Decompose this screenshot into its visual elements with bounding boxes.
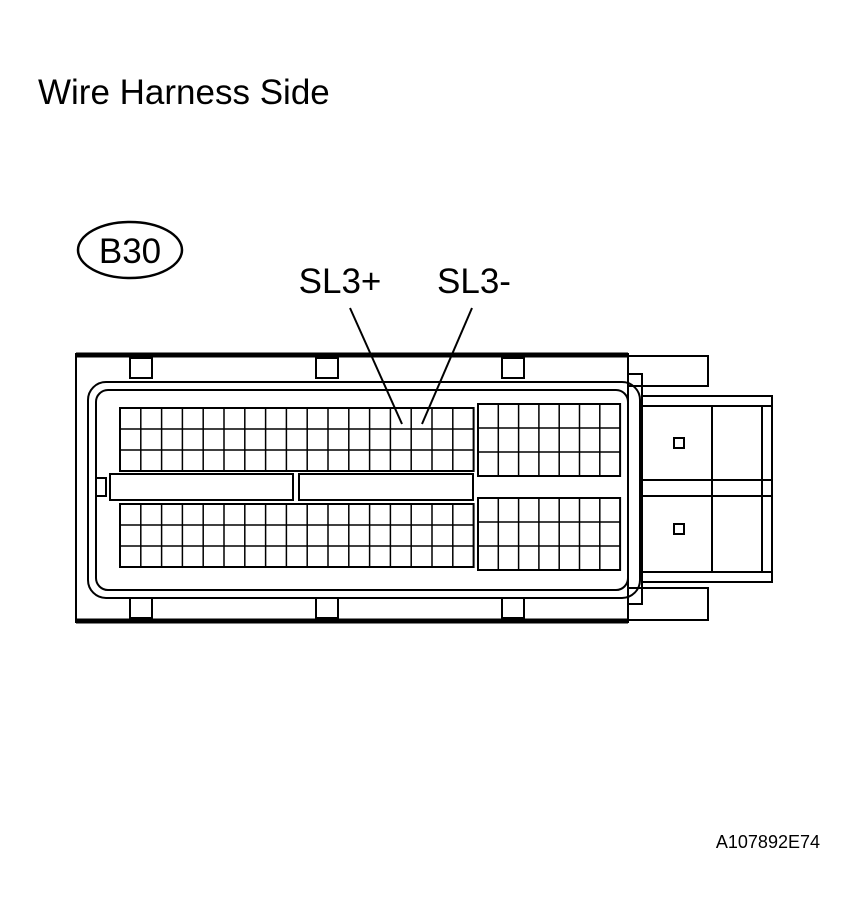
- pin-label-sl3-minus: SL3-: [437, 262, 511, 301]
- connector-id-badge: B30: [76, 220, 184, 280]
- leader-line-sl3-plus: [349, 307, 403, 425]
- leader-line-sl3-minus: [421, 307, 473, 425]
- diagram-title: Wire Harness Side: [38, 73, 330, 112]
- connector-body: [75, 352, 643, 624]
- connector-id-label: B30: [99, 232, 161, 271]
- pin-grid-upper-secondary: [477, 403, 622, 477]
- latch-hole-bottom: [673, 523, 685, 535]
- latch-hole-top: [673, 437, 685, 449]
- figure-code: A107892E74: [716, 832, 820, 852]
- connector-latch: [627, 355, 773, 621]
- separator-bar-right: [298, 473, 474, 501]
- separator-bar-left: [109, 473, 294, 501]
- pin-grids: [119, 403, 622, 571]
- pin-grid-upper-main: [119, 407, 475, 472]
- pin-label-sl3-plus: SL3+: [299, 262, 382, 301]
- pin-grid-lower-secondary: [477, 497, 622, 571]
- pin-grid-lower-main: [119, 503, 475, 568]
